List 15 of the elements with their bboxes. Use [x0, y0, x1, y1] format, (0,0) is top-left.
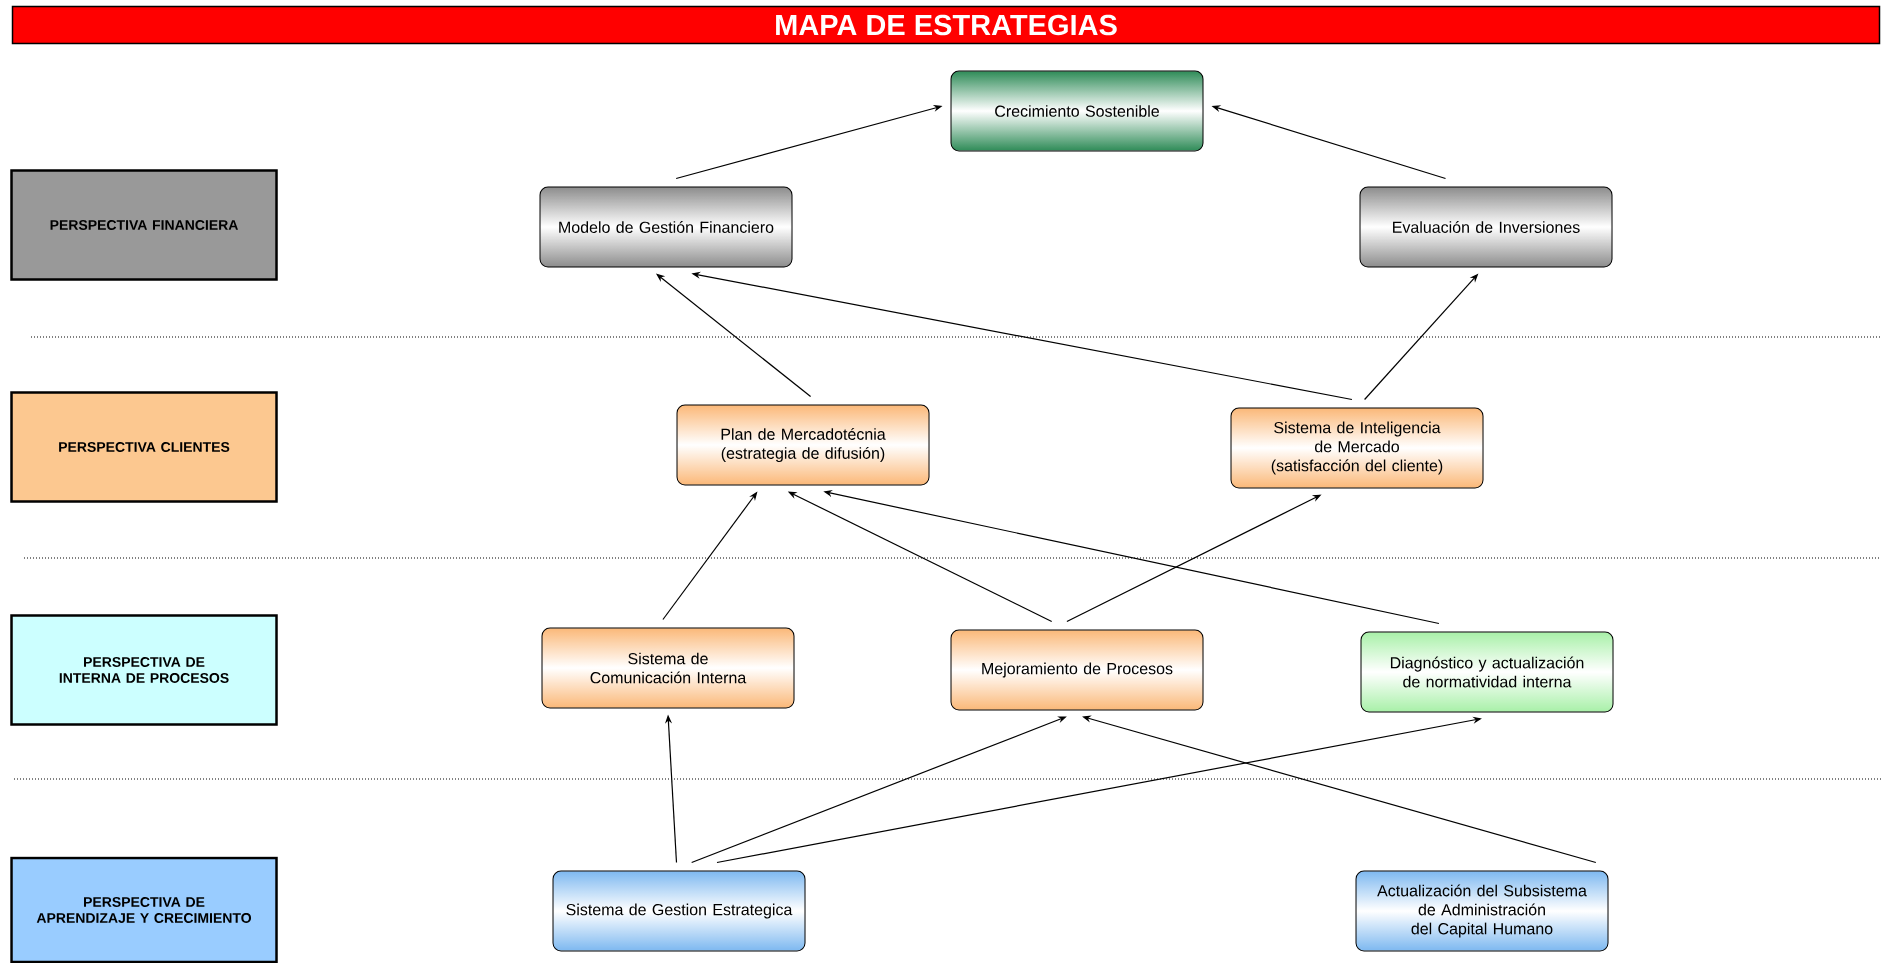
strategy-box: Plan de Mercadotécnia (estrategia de difusión) [676, 404, 930, 486]
strategy-box: Diagnóstico y actualización de normatividad interna [1360, 631, 1614, 713]
perspective-box: PERSPECTIVA CLIENTES [10, 391, 278, 503]
strategy-box: Actualización del Subsistema de Administración del Capital Humano [1355, 870, 1609, 952]
strategy-box: Evaluación de Inversiones [1359, 186, 1613, 268]
strategy-box: Sistema de Gestion Estrategica [552, 870, 806, 952]
strategy-box: Sistema de Comunicación Interna [541, 627, 795, 709]
strategy-box: Modelo de Gestión Financiero [539, 186, 793, 268]
strategy-box: Sistema de Inteligencia de Mercado (satisfacción del cliente) [1230, 407, 1484, 489]
perspective-box: PERSPECTIVA FINANCIERA [10, 169, 278, 281]
perspective-box: PERSPECTIVA DE INTERNA DE PROCESOS [10, 614, 278, 726]
title-banner: MAPA DE ESTRATEGIAS [11, 5, 1881, 45]
perspective-box: PERSPECTIVA DE APRENDIZAJE Y CRECIMIENTO [10, 856, 278, 963]
strategy-box: Mejoramiento de Procesos [950, 629, 1204, 711]
strategy-box: Crecimiento Sostenible [950, 70, 1204, 152]
